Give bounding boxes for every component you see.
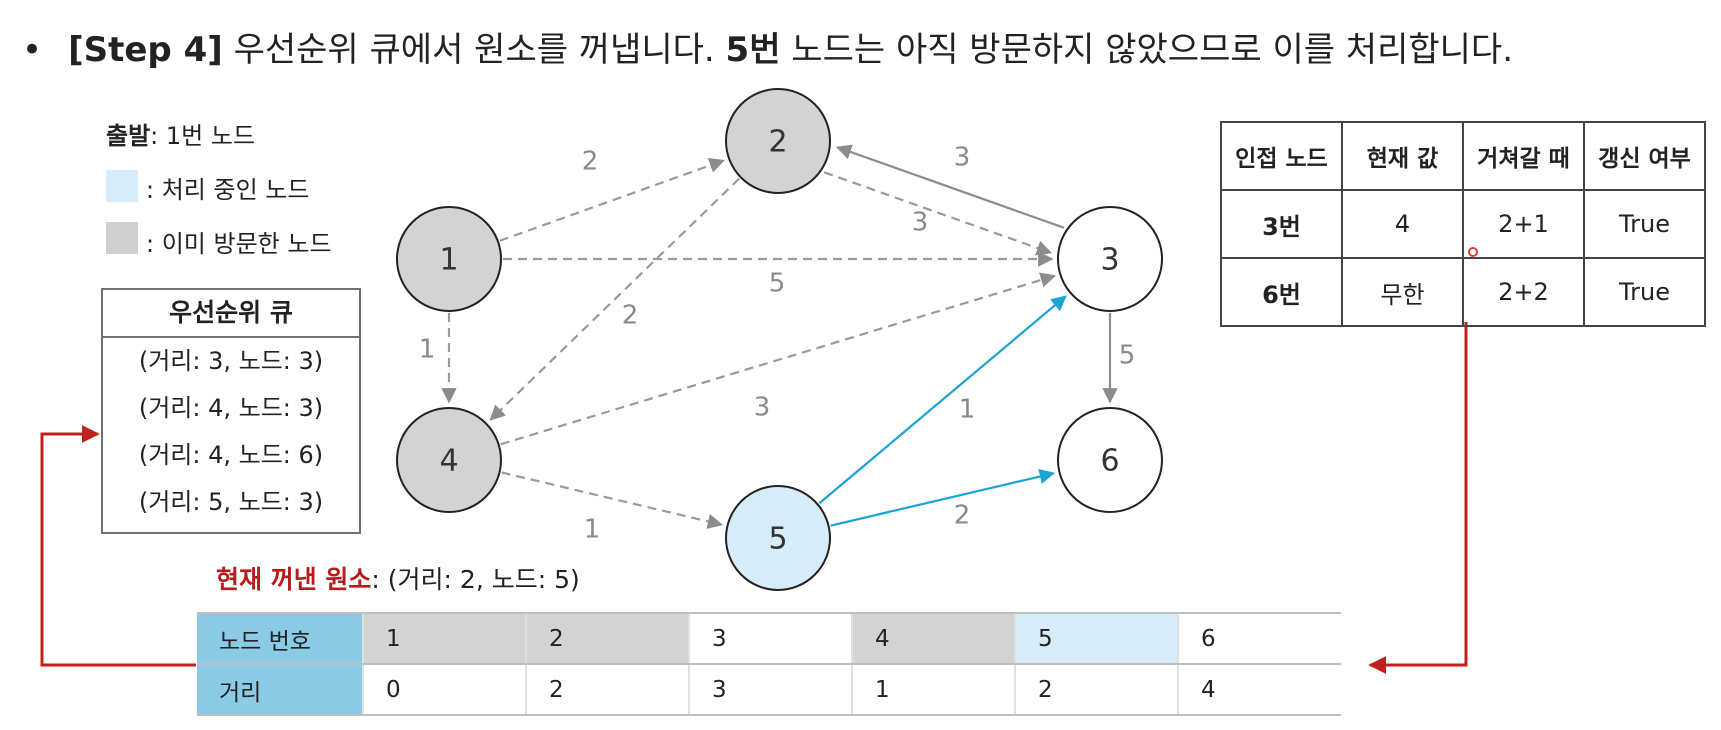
node-4: [396, 407, 502, 513]
edge-4-3: [500, 272, 1056, 446]
adj-cell: 무한: [1341, 257, 1464, 327]
edge-weight-label: 3: [954, 143, 971, 173]
edge-5-3: [818, 295, 1067, 505]
queue-item: (거리: 3, 노드: 3): [138, 347, 324, 375]
queue-item: (거리: 4, 노드: 3): [138, 394, 324, 422]
dist-node-cell: 2: [525, 612, 689, 665]
dist-node-cell: 3: [688, 612, 852, 665]
bullet: •: [22, 30, 43, 70]
edge-weight-label: 2: [954, 501, 971, 531]
adj-header: 현재 값: [1341, 121, 1464, 191]
current-element-label: 현재 꺼낸 원소: [216, 565, 372, 594]
legend-start-value: : 1번 노드: [150, 122, 256, 150]
edge-2-4: [489, 177, 740, 421]
step-label: [Step 4]: [68, 30, 223, 70]
edge-weight-label: 2: [622, 301, 639, 331]
dist-value-cell: 0: [362, 663, 526, 716]
node-5: [725, 485, 831, 591]
visited-swatch: [106, 222, 138, 254]
edge-1-2: [499, 158, 725, 242]
legend-start: 출발: 1번 노드: [106, 116, 255, 151]
priority-queue: 우선순위 큐 (거리: 3, 노드: 3) (거리: 4, 노드: 3) (거리…: [101, 288, 361, 534]
adj-cell: True: [1583, 189, 1706, 259]
node-label: 5: [768, 522, 787, 557]
adj-cell: 2+1: [1462, 189, 1585, 259]
adjacency-table: 인접 노드 현재 값 거쳐갈 때 갱신 여부 3번 4 2+1 True 6번 …: [1220, 121, 1706, 327]
node-label: 1: [439, 243, 458, 278]
node-label: 6: [1100, 444, 1119, 479]
dist-node-cell: 1: [362, 612, 526, 665]
dist-row-label: 거리: [197, 663, 363, 716]
distance-table: 노드 번호 1 2 3 4 5 6 거리 0 2 3 1 2 4: [197, 612, 1341, 716]
node-1: [396, 206, 502, 312]
connector-from-table: [1368, 322, 1468, 674]
edge-2-3: [823, 171, 1053, 256]
step-text-1: 우선순위 큐에서 원소를 꺼냅니다.: [222, 30, 726, 70]
processing-swatch: [106, 170, 138, 202]
adj-header: 인접 노드: [1220, 121, 1343, 191]
adj-cell: 6번: [1220, 257, 1343, 327]
node-6: [1057, 407, 1163, 513]
current-element-value: : (거리: 2, 노드: 5): [371, 565, 580, 594]
legend-processing: : 처리 중인 노드: [146, 176, 310, 204]
dist-value-cell: 2: [1014, 663, 1178, 716]
adj-header: 갱신 여부: [1583, 121, 1706, 191]
node-2: [725, 88, 831, 194]
legend-visited: : 이미 방문한 노드: [146, 230, 332, 258]
node-label: 2: [768, 125, 787, 160]
adj-header: 거쳐갈 때: [1462, 121, 1585, 191]
adj-cell: 4: [1341, 189, 1464, 259]
connector-to-queue: [40, 425, 196, 667]
step-node: 5번: [725, 30, 781, 70]
edge-4-5: [501, 471, 724, 529]
dist-node-cell: 4: [851, 612, 1015, 665]
edge-5-6: [830, 468, 1056, 527]
adj-cell: True: [1583, 257, 1706, 327]
edge-weight-label: 2: [582, 147, 599, 177]
dist-row-label: 노드 번호: [197, 612, 363, 665]
node-3: [1057, 206, 1163, 312]
edge-weight-label: 3: [912, 208, 929, 238]
node-label: 3: [1100, 243, 1119, 278]
step-text-2: 노드는 아직 방문하지 않았으므로 이를 처리합니다.: [780, 30, 1514, 70]
step-description: • [Step 4] 우선순위 큐에서 원소를 꺼냅니다. 5번 노드는 아직 방…: [22, 22, 1513, 71]
current-element: 현재 꺼낸 원소: (거리: 2, 노드: 5): [216, 560, 580, 596]
edge-weight-label: 3: [754, 393, 771, 423]
edge-weight-label: 5: [1119, 341, 1136, 371]
priority-queue-title: 우선순위 큐: [103, 290, 359, 338]
dist-value-cell: 1: [851, 663, 1015, 716]
edge-weight-label: 5: [769, 269, 786, 299]
dist-value-cell: 2: [525, 663, 689, 716]
dist-node-cell: 6: [1177, 612, 1341, 665]
edge-weight-label: 1: [959, 395, 976, 425]
edge-weight-label: 1: [419, 335, 436, 365]
dist-value-cell: 4: [1177, 663, 1341, 716]
adj-cell: 2+2: [1462, 257, 1585, 327]
edge-weight-label: 1: [584, 515, 601, 545]
queue-item: (거리: 4, 노드: 6): [138, 441, 324, 469]
dist-node-cell: 5: [1014, 612, 1178, 665]
queue-item: (거리: 5, 노드: 3): [138, 488, 324, 516]
adj-cell: 3번: [1220, 189, 1343, 259]
dist-value-cell: 3: [688, 663, 852, 716]
edge-3-2: [835, 144, 1065, 229]
node-label: 4: [439, 444, 458, 479]
legend-start-label: 출발: [106, 122, 151, 150]
